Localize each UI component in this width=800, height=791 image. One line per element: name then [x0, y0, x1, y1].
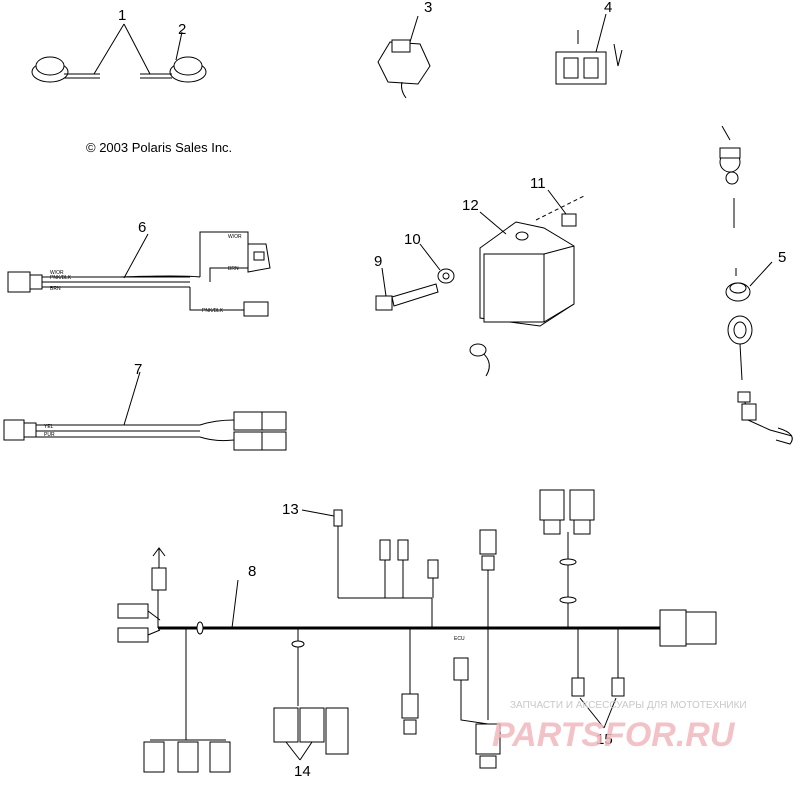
callout-2: 2: [178, 21, 186, 38]
part-4-connector: [555, 13, 623, 85]
watermark-caption: ЗАПЧАСТИ И АКСЕССУАРЫ ДЛЯ МОТОТЕХНИКИ: [510, 700, 747, 711]
callout-5: 5: [778, 249, 786, 266]
wire-label: W/OR: [228, 234, 242, 240]
callout-3: 3: [424, 0, 432, 16]
part-12-module: [469, 195, 585, 377]
wire-label: PUR: [44, 432, 55, 438]
part-6-harness: [7, 231, 271, 317]
watermark-brand: PARTSFOR.RU: [492, 716, 736, 754]
callout-1: 1: [118, 7, 126, 24]
callout-9: 9: [374, 253, 382, 270]
part-8-main-harness: ECU: [117, 489, 717, 773]
part-2-round-switch: [140, 56, 207, 83]
part-9-bolt: [375, 267, 439, 311]
callout-11: 11: [530, 175, 546, 192]
callout-12: 12: [462, 197, 479, 214]
part-7-harness: [3, 371, 287, 451]
callout-10: 10: [404, 231, 421, 248]
part-1-round-switch: [31, 56, 100, 83]
wire-label: PNK/BLK: [50, 275, 72, 281]
wire-label: YEL: [44, 424, 54, 430]
callout-6: 6: [138, 219, 146, 236]
wire-label: W/OR: [50, 270, 64, 276]
callout-13: 13: [282, 501, 299, 518]
callout-1-leaders: [93, 23, 183, 75]
callout-8: 8: [248, 563, 256, 580]
wire-label: BRN: [228, 266, 239, 272]
callout-4: 4: [604, 0, 612, 16]
copyright-notice: © 2003 Polaris Sales Inc.: [86, 140, 232, 155]
callout-14: 14: [294, 763, 311, 780]
callout-7: 7: [134, 361, 142, 378]
wire-label: BRN: [50, 286, 61, 292]
part-5-key-switch: [719, 125, 793, 445]
svg-text:ECU: ECU: [454, 636, 465, 642]
part-10-washer: [419, 243, 455, 284]
part-11-nut: [547, 189, 577, 227]
wire-label: PNK/BLK: [202, 308, 224, 314]
callout-15: 15: [596, 731, 613, 748]
part-3-switch: [377, 15, 431, 99]
